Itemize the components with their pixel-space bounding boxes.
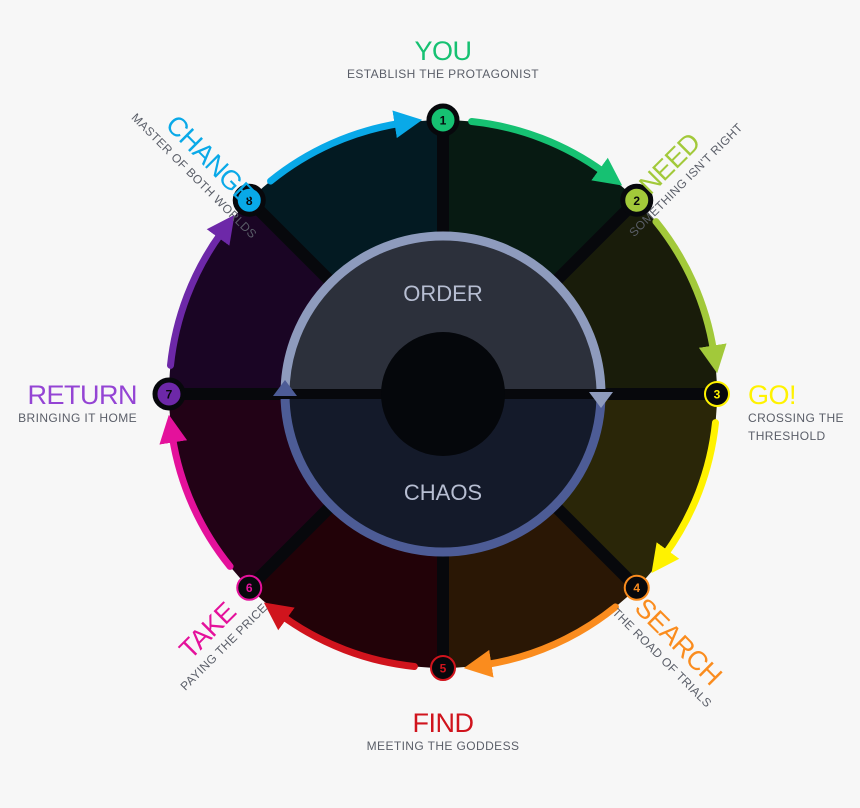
arrow-7 bbox=[167, 214, 235, 369]
stage-subtitle: CROSSING THE bbox=[748, 411, 844, 425]
inner-circle: ORDER CHAOS bbox=[169, 231, 717, 557]
arrow-8 bbox=[267, 110, 423, 185]
arrow-4 bbox=[463, 603, 619, 678]
stage-subtitle: ESTABLISH THE PROTAGONIST bbox=[347, 67, 539, 81]
center-circle bbox=[381, 332, 505, 456]
stage-node-1: 1 bbox=[426, 103, 460, 137]
order-arrowhead-icon bbox=[589, 392, 613, 408]
stage-title: GO! bbox=[748, 380, 796, 410]
stage-subtitle: MEETING THE GODDESS bbox=[367, 739, 520, 753]
node-number: 3 bbox=[714, 388, 721, 402]
node-number: 8 bbox=[246, 194, 253, 208]
stage-arrows bbox=[159, 110, 727, 678]
chaos-half bbox=[280, 389, 606, 557]
stage-title: RETURN bbox=[28, 380, 138, 410]
stage-node-3: 3 bbox=[704, 381, 730, 407]
stage-title: FIND bbox=[413, 708, 474, 738]
order-label: ORDER bbox=[403, 281, 482, 306]
arrow-1 bbox=[468, 118, 623, 186]
stage-nodes: 1 2 3 4 5 6 7 8 bbox=[152, 103, 730, 681]
node-number: 6 bbox=[246, 581, 253, 595]
stage-label-3: GO!CROSSING THE THRESHOLD bbox=[748, 380, 844, 443]
stage-node-2: 2 bbox=[620, 183, 654, 217]
arrow-3 bbox=[651, 419, 719, 574]
node-number: 2 bbox=[633, 194, 640, 208]
stage-title: YOU bbox=[414, 36, 471, 66]
node-number: 7 bbox=[166, 388, 173, 402]
node-number: 5 bbox=[440, 662, 447, 676]
stage-subtitle: THRESHOLD bbox=[748, 429, 826, 443]
stage-node-6: 6 bbox=[236, 574, 263, 601]
order-half bbox=[280, 231, 606, 399]
node-number: 1 bbox=[440, 114, 447, 128]
stage-node-7: 7 bbox=[152, 377, 186, 411]
stage-node-4: 4 bbox=[623, 574, 650, 601]
node-number: 4 bbox=[633, 581, 640, 595]
stage-node-5: 5 bbox=[430, 655, 456, 681]
chaos-label: CHAOS bbox=[404, 480, 482, 505]
stage-subtitle: BRINGING IT HOME bbox=[18, 411, 137, 425]
arrow-2 bbox=[652, 218, 727, 374]
stage-node-8: 8 bbox=[232, 183, 266, 217]
arrow-5 bbox=[263, 602, 418, 670]
arrow-6 bbox=[159, 414, 234, 570]
chaos-arrowhead-icon bbox=[273, 380, 297, 396]
